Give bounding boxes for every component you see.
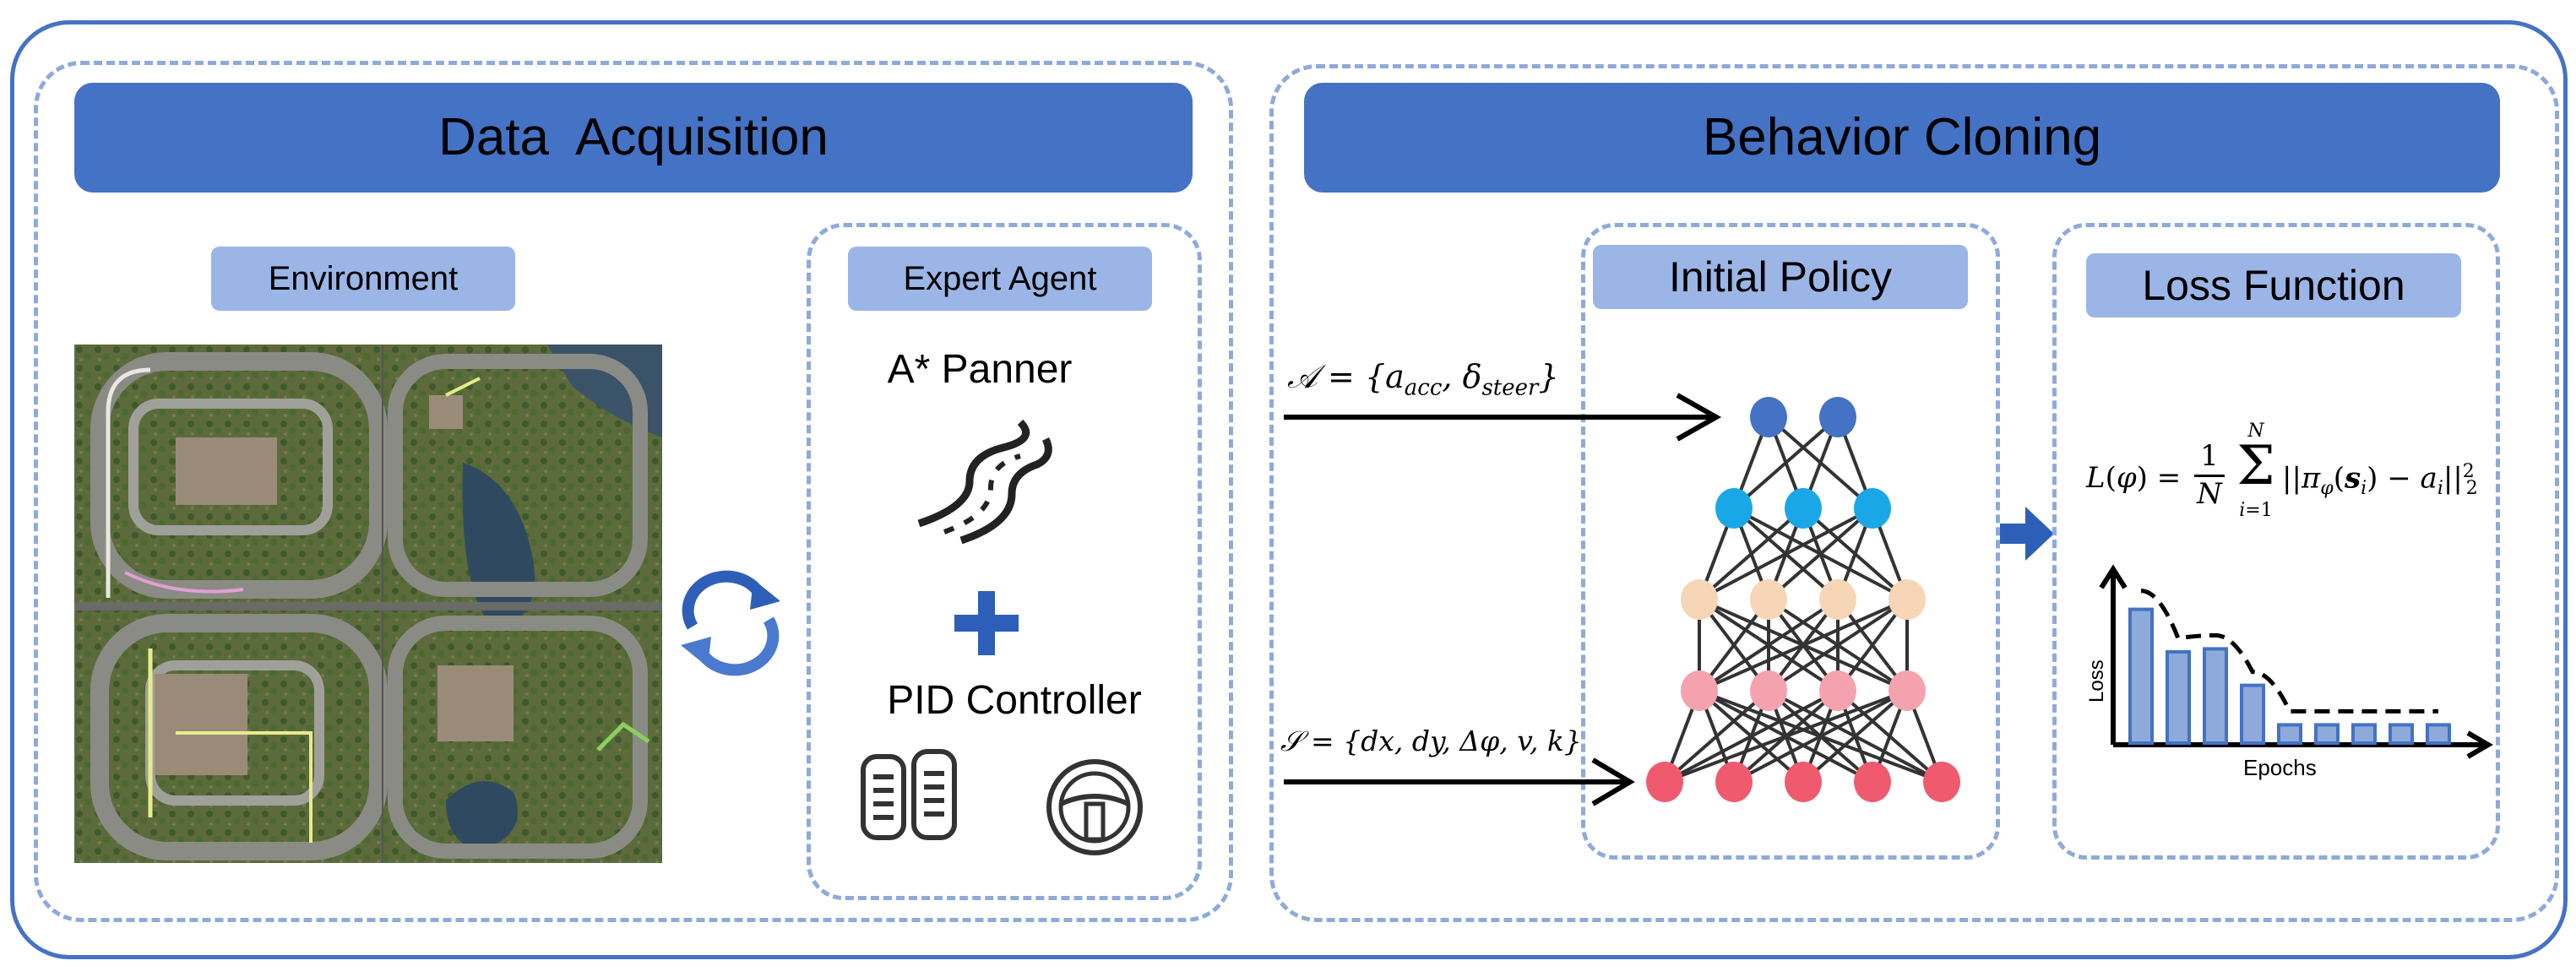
- network-node: [1819, 397, 1856, 437]
- loss-bar: [2277, 723, 2302, 745]
- network-edge: [1698, 598, 1908, 692]
- network-node: [1785, 762, 1822, 802]
- loss-bar: [2314, 723, 2340, 745]
- loss-bar: [2426, 723, 2451, 745]
- network-edge: [1698, 598, 1840, 692]
- network-node: [1681, 670, 1718, 711]
- network-node: [1646, 762, 1683, 802]
- flow-arrow-icon: [2000, 507, 2054, 561]
- loss-bar: [2203, 647, 2228, 745]
- network-edge: [1802, 689, 1909, 784]
- behavior-cloning-panel: [1269, 64, 2559, 922]
- plus-icon: [954, 591, 1019, 655]
- state-space-formula: 𝒮 = {dx, dy, Δφ, v, k}: [1280, 724, 1582, 757]
- neural-network-diagram: [1646, 397, 1960, 802]
- network-edge: [1664, 689, 1908, 784]
- network-edge: [1663, 689, 1770, 784]
- expert-agent-label: Expert Agent: [848, 247, 1152, 311]
- network-node: [1889, 670, 1926, 711]
- chart-ylabel: Loss: [2085, 659, 2108, 703]
- network-node: [1750, 397, 1787, 437]
- network-node: [1854, 762, 1891, 802]
- outer-frame: [10, 20, 2568, 959]
- environment-map-image: [74, 345, 662, 863]
- expert-agent-box: [807, 223, 1202, 900]
- network-edge: [1767, 507, 1874, 601]
- refresh-cycle-icon: [681, 570, 780, 676]
- loss-bar: [2351, 723, 2377, 745]
- environment-label: Environment: [211, 247, 515, 311]
- state-arrow: [1284, 757, 1635, 806]
- initial-policy-label: Initial Policy: [1593, 245, 1968, 309]
- data-acquisition-panel: [34, 61, 1233, 922]
- network-edge: [1664, 689, 1839, 784]
- network-edge: [1732, 415, 1840, 510]
- loss-bar: [2166, 650, 2191, 745]
- chart-xlabel: Epochs: [2243, 755, 2317, 780]
- network-node: [1854, 488, 1891, 529]
- loss-function-box: [2052, 223, 2500, 860]
- loss-bar-chart: Loss Epochs: [2085, 564, 2493, 780]
- steering-wheel-icon: [1046, 759, 1143, 855]
- controller-label: PID Controller: [887, 678, 1142, 723]
- network-edge: [1698, 507, 1805, 601]
- network-edge: [1767, 598, 1909, 692]
- planner-label: A* Panner: [887, 347, 1073, 392]
- initial-policy-box: [1581, 223, 2000, 860]
- pedals-icon: [861, 749, 957, 840]
- data-acquisition-banner: Data Acquisition: [74, 83, 1193, 193]
- loss-bar: [2128, 607, 2154, 745]
- loss-bar: [2240, 683, 2265, 746]
- network-node: [1889, 579, 1926, 620]
- network-edge: [1733, 689, 1908, 784]
- network-node: [1750, 579, 1787, 620]
- network-node: [1819, 670, 1856, 711]
- network-node: [1681, 579, 1718, 620]
- network-node: [1785, 488, 1822, 529]
- loss-bar: [2389, 723, 2414, 745]
- network-node: [1923, 762, 1960, 802]
- network-node: [1715, 488, 1753, 529]
- network-edge: [1698, 507, 1873, 601]
- loss-function-label: Loss Function: [2086, 253, 2461, 317]
- action-space-formula: 𝒜 = {aacc, δsteer}: [1287, 358, 1559, 401]
- network-node: [1750, 670, 1787, 711]
- network-node: [1819, 579, 1856, 620]
- road-path-icon: [917, 419, 1052, 545]
- behavior-cloning-banner: Behavior Cloning: [1304, 83, 2500, 193]
- action-arrow: [1284, 393, 1722, 442]
- network-node: [1715, 762, 1753, 802]
